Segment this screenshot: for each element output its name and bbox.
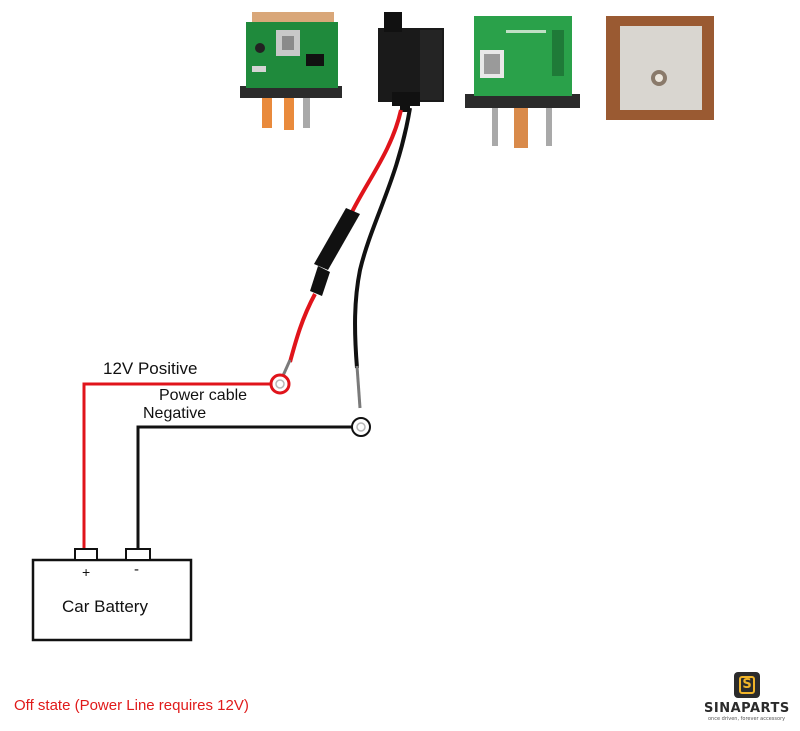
negative-label: Negative: [143, 405, 207, 422]
brand-logo: S SINAPARTS once driven, forever accesso…: [700, 672, 794, 724]
positive-label: 12V Positive: [103, 359, 198, 378]
car-battery: [31, 548, 193, 642]
positive-wire-to-battery: [82, 373, 291, 549]
relay-plastic-housing: [378, 12, 444, 112]
fuse-holder: [310, 208, 360, 296]
brand-mark-letter: S: [742, 677, 752, 692]
battery-plus-terminal-label: +: [82, 564, 91, 580]
gps-antenna-module: [606, 16, 714, 120]
battery-minus-terminal-label: -: [134, 561, 139, 578]
power-cable-label: Power cable: [159, 387, 248, 404]
status-caption: Off state (Power Line requires 12V): [14, 697, 249, 714]
car-battery-label: Car Battery: [62, 597, 148, 616]
relay-gps-tracker-back-view: [465, 16, 580, 148]
brand-tagline: once driven, forever accessory: [708, 716, 786, 722]
negative-wire-to-battery: [136, 417, 371, 549]
brand-name: SINAPARTS: [704, 701, 790, 716]
brand-mark-icon: S: [734, 672, 760, 698]
negative-cable: [353, 107, 412, 409]
relay-gps-tracker-top-view: [240, 12, 342, 130]
